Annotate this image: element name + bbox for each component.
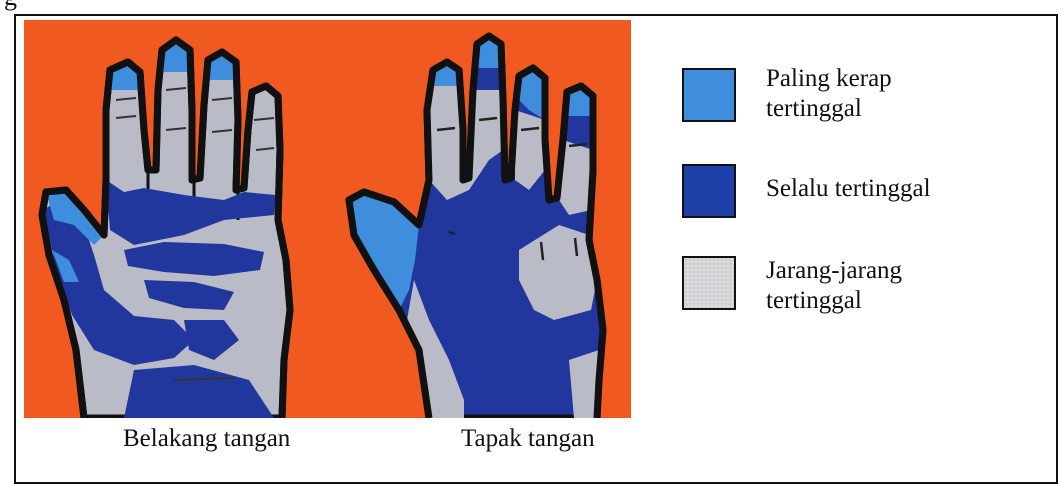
caption-palm: Tapak tangan <box>461 425 595 453</box>
legend-swatch <box>682 68 736 122</box>
cut-off-heading-fragment: g <box>4 0 17 12</box>
legend-swatch <box>682 256 736 310</box>
legend-label: Jarang-jarang tertinggal <box>766 256 902 316</box>
hand-palm-illustration <box>319 20 631 418</box>
hand-back-svg <box>24 20 319 418</box>
legend-label: Selalu tertinggal <box>766 174 931 204</box>
hand-palm-svg <box>319 20 631 418</box>
legend-label: Paling kerap tertinggal <box>766 64 892 124</box>
hand-back-illustration <box>24 20 319 418</box>
legend-swatch <box>682 164 736 218</box>
caption-back-of-hand: Belakang tangan <box>123 425 290 453</box>
